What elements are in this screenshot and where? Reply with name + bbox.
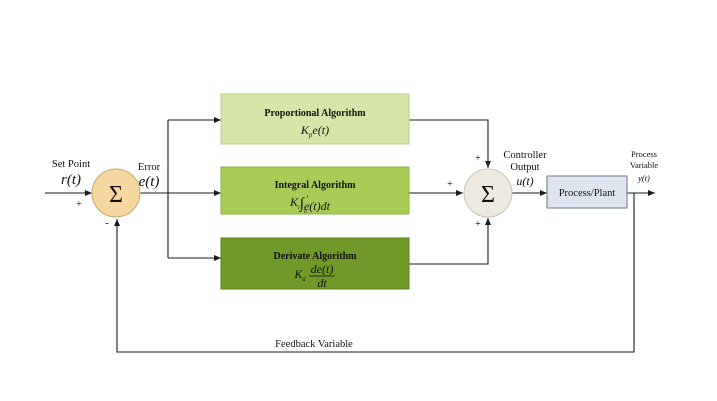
derivative-numerator: de(t)	[311, 262, 334, 276]
proportional-block: Proportional Algorithm Kpe(t)	[220, 93, 410, 145]
proportional-title: Proportional Algorithm	[264, 108, 366, 119]
feedback-label: Feedback Variable	[275, 339, 353, 350]
controller-output-label-2: Output	[510, 162, 539, 173]
input-summer-plus: +	[76, 199, 82, 210]
integral-title: Integral Algorithm	[275, 180, 356, 191]
derivative-block: Derivate Algorithm Kd de(t) dt	[220, 237, 410, 290]
integral-lower-limit: 0	[304, 209, 307, 215]
setpoint-symbol: r(t)	[61, 172, 81, 188]
process-plant-block: Process/Plant	[546, 175, 628, 209]
derivative-block-box	[220, 237, 410, 290]
process-variable-symbol: y(t)	[637, 173, 650, 183]
process-plant-title: Process/Plant	[559, 188, 616, 199]
integral-formula: Ki∫e(t)dt	[289, 195, 331, 213]
input-summer-circle	[91, 168, 141, 218]
output-summing-junction: Σ	[463, 168, 513, 218]
output-summer-symbol: Σ	[481, 182, 495, 208]
integral-block-box	[220, 166, 410, 215]
error-label: Error	[138, 162, 161, 173]
input-summing-junction: Σ	[91, 168, 141, 218]
error-symbol: e(t)	[139, 174, 160, 190]
derivative-out-arrow	[409, 218, 491, 265]
controller-output-label-1: Controller	[503, 150, 547, 161]
output-summer-circle	[463, 168, 513, 218]
proportional-block-box	[220, 93, 410, 145]
process-variable-label-2: Variable	[630, 160, 659, 170]
process-variable-label-1: Process	[631, 149, 657, 159]
proportional-formula: Kpe(t)	[300, 123, 329, 139]
integral-upper-limit: t	[307, 194, 309, 200]
controller-output-symbol: u(t)	[516, 174, 533, 188]
output-summer-plus-left: +	[447, 179, 453, 190]
output-summer-plus-top: +	[475, 153, 481, 164]
derivative-k: Kd	[293, 267, 306, 283]
setpoint-label: Set Point	[52, 159, 90, 170]
derivative-denominator: dt	[317, 276, 327, 290]
integral-block: Integral Algorithm Ki∫e(t)dt 0 t	[220, 166, 410, 215]
derivative-title: Derivate Algorithm	[273, 251, 357, 262]
output-summer-plus-bottom: +	[475, 219, 481, 230]
input-summer-minus: -	[105, 218, 108, 229]
proportional-out-arrow	[409, 119, 491, 168]
feedback-arrow	[114, 193, 635, 353]
input-summer-symbol: Σ	[109, 182, 123, 208]
connection-lines	[45, 117, 655, 353]
process-plant-box	[546, 175, 628, 209]
